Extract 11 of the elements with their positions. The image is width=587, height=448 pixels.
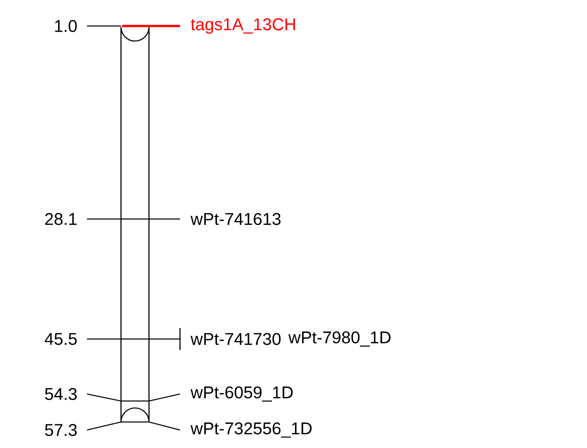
position-label: 54.3: [45, 388, 77, 400]
marker-label: tags1A_13CH: [190, 18, 295, 34]
position-label: 57.3: [45, 424, 77, 436]
marker-label: wPt-6059_1D: [190, 386, 293, 402]
marker-label: wPt-7980_1D: [288, 331, 391, 347]
marker-label: wPt-741730: [190, 332, 281, 346]
marker-label: wPt-732556_1D: [190, 422, 312, 438]
marker-label: wPt-741613: [190, 212, 281, 226]
position-label: 1.0: [55, 20, 77, 32]
position-label: 28.1: [45, 212, 77, 226]
position-label: 45.5: [44, 333, 77, 345]
